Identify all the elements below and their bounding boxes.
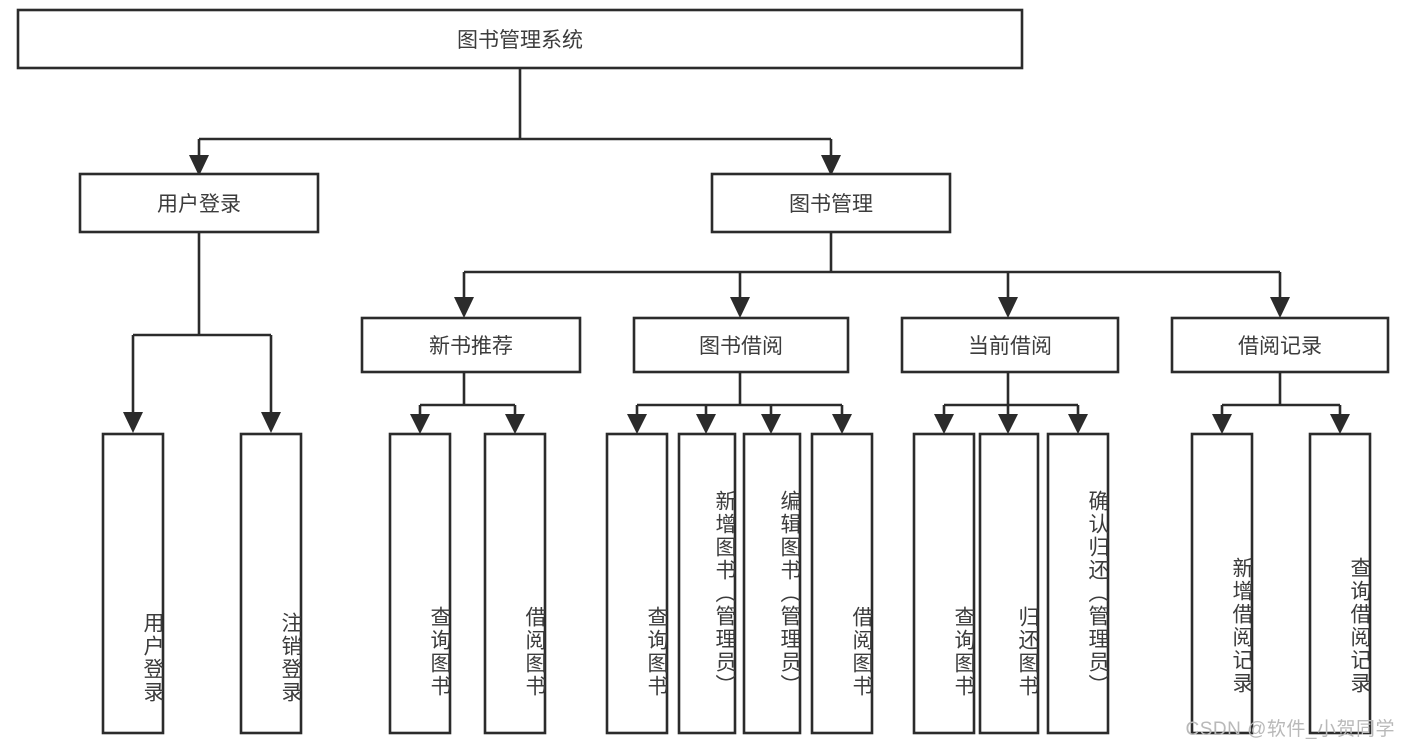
connector-group-user-login (123, 232, 281, 433)
node-current-borrow[interactable] (900, 316, 1120, 374)
csdn-watermark: CSDN @软件_小贺同学 (1185, 719, 1395, 740)
node-new-book-recommend[interactable] (360, 316, 582, 374)
leaf-user-login-0[interactable] (101, 432, 165, 735)
leaf-book-borrow-2[interactable] (742, 432, 802, 735)
node-book-borrow[interactable] (632, 316, 850, 374)
leaf-new-book-1[interactable] (483, 432, 547, 735)
arrow-head-borrow-record-child-1 (1330, 414, 1350, 434)
connector-group-root (189, 68, 841, 176)
arrow-head-new-book-child-0 (410, 414, 430, 434)
node-borrow-record[interactable] (1170, 316, 1390, 374)
arrow-head-user-login-child-1 (261, 412, 281, 433)
arrow-head-borrow-record (1270, 297, 1290, 318)
arrow-head-new-book-child-1 (505, 414, 525, 434)
node-book-management[interactable] (710, 172, 952, 234)
leaf-current-borrow-0[interactable] (912, 432, 976, 735)
arrow-head-book-borrow-child-2 (761, 414, 781, 434)
arrow-head-current-borrow (998, 297, 1018, 318)
arrow-head-book-mgmt (821, 155, 841, 176)
arrow-head-current-borrow-child-2 (1068, 414, 1088, 434)
leaf-borrow-record-0[interactable] (1190, 432, 1254, 735)
leaf-book-borrow-0[interactable] (605, 432, 669, 735)
leaf-user-login-1[interactable] (239, 432, 303, 735)
leaf-book-borrow-3[interactable] (810, 432, 874, 735)
connector-group-borrow-record (1212, 372, 1350, 434)
arrow-head-current-borrow-child-0 (934, 414, 954, 434)
leaf-current-borrow-1[interactable] (978, 432, 1040, 735)
connector-group-book-mgmt (454, 232, 1290, 318)
node-root[interactable] (16, 8, 1024, 70)
connector-group-new-book (410, 372, 525, 434)
arrow-head-borrow-record-child-0 (1212, 414, 1232, 434)
node-user-login[interactable] (78, 172, 320, 234)
connector-group-current-borrow (934, 372, 1088, 434)
connector-group-book-borrow (627, 372, 852, 434)
arrow-head-new-book (454, 297, 474, 318)
arrow-head-book-borrow-child-0 (627, 414, 647, 434)
leaf-borrow-record-1[interactable] (1308, 432, 1372, 735)
leaf-book-borrow-1[interactable] (677, 432, 737, 735)
arrow-head-current-borrow-child-1 (998, 414, 1018, 434)
arrow-head-book-borrow-child-1 (696, 414, 716, 434)
arrow-head-book-borrow (730, 297, 750, 318)
arrow-head-user-login-child-0 (123, 412, 143, 433)
arrow-head-user-login (189, 155, 209, 176)
arrow-head-book-borrow-child-3 (832, 414, 852, 434)
leaf-current-borrow-2[interactable] (1046, 432, 1110, 735)
leaf-new-book-0[interactable] (388, 432, 452, 735)
